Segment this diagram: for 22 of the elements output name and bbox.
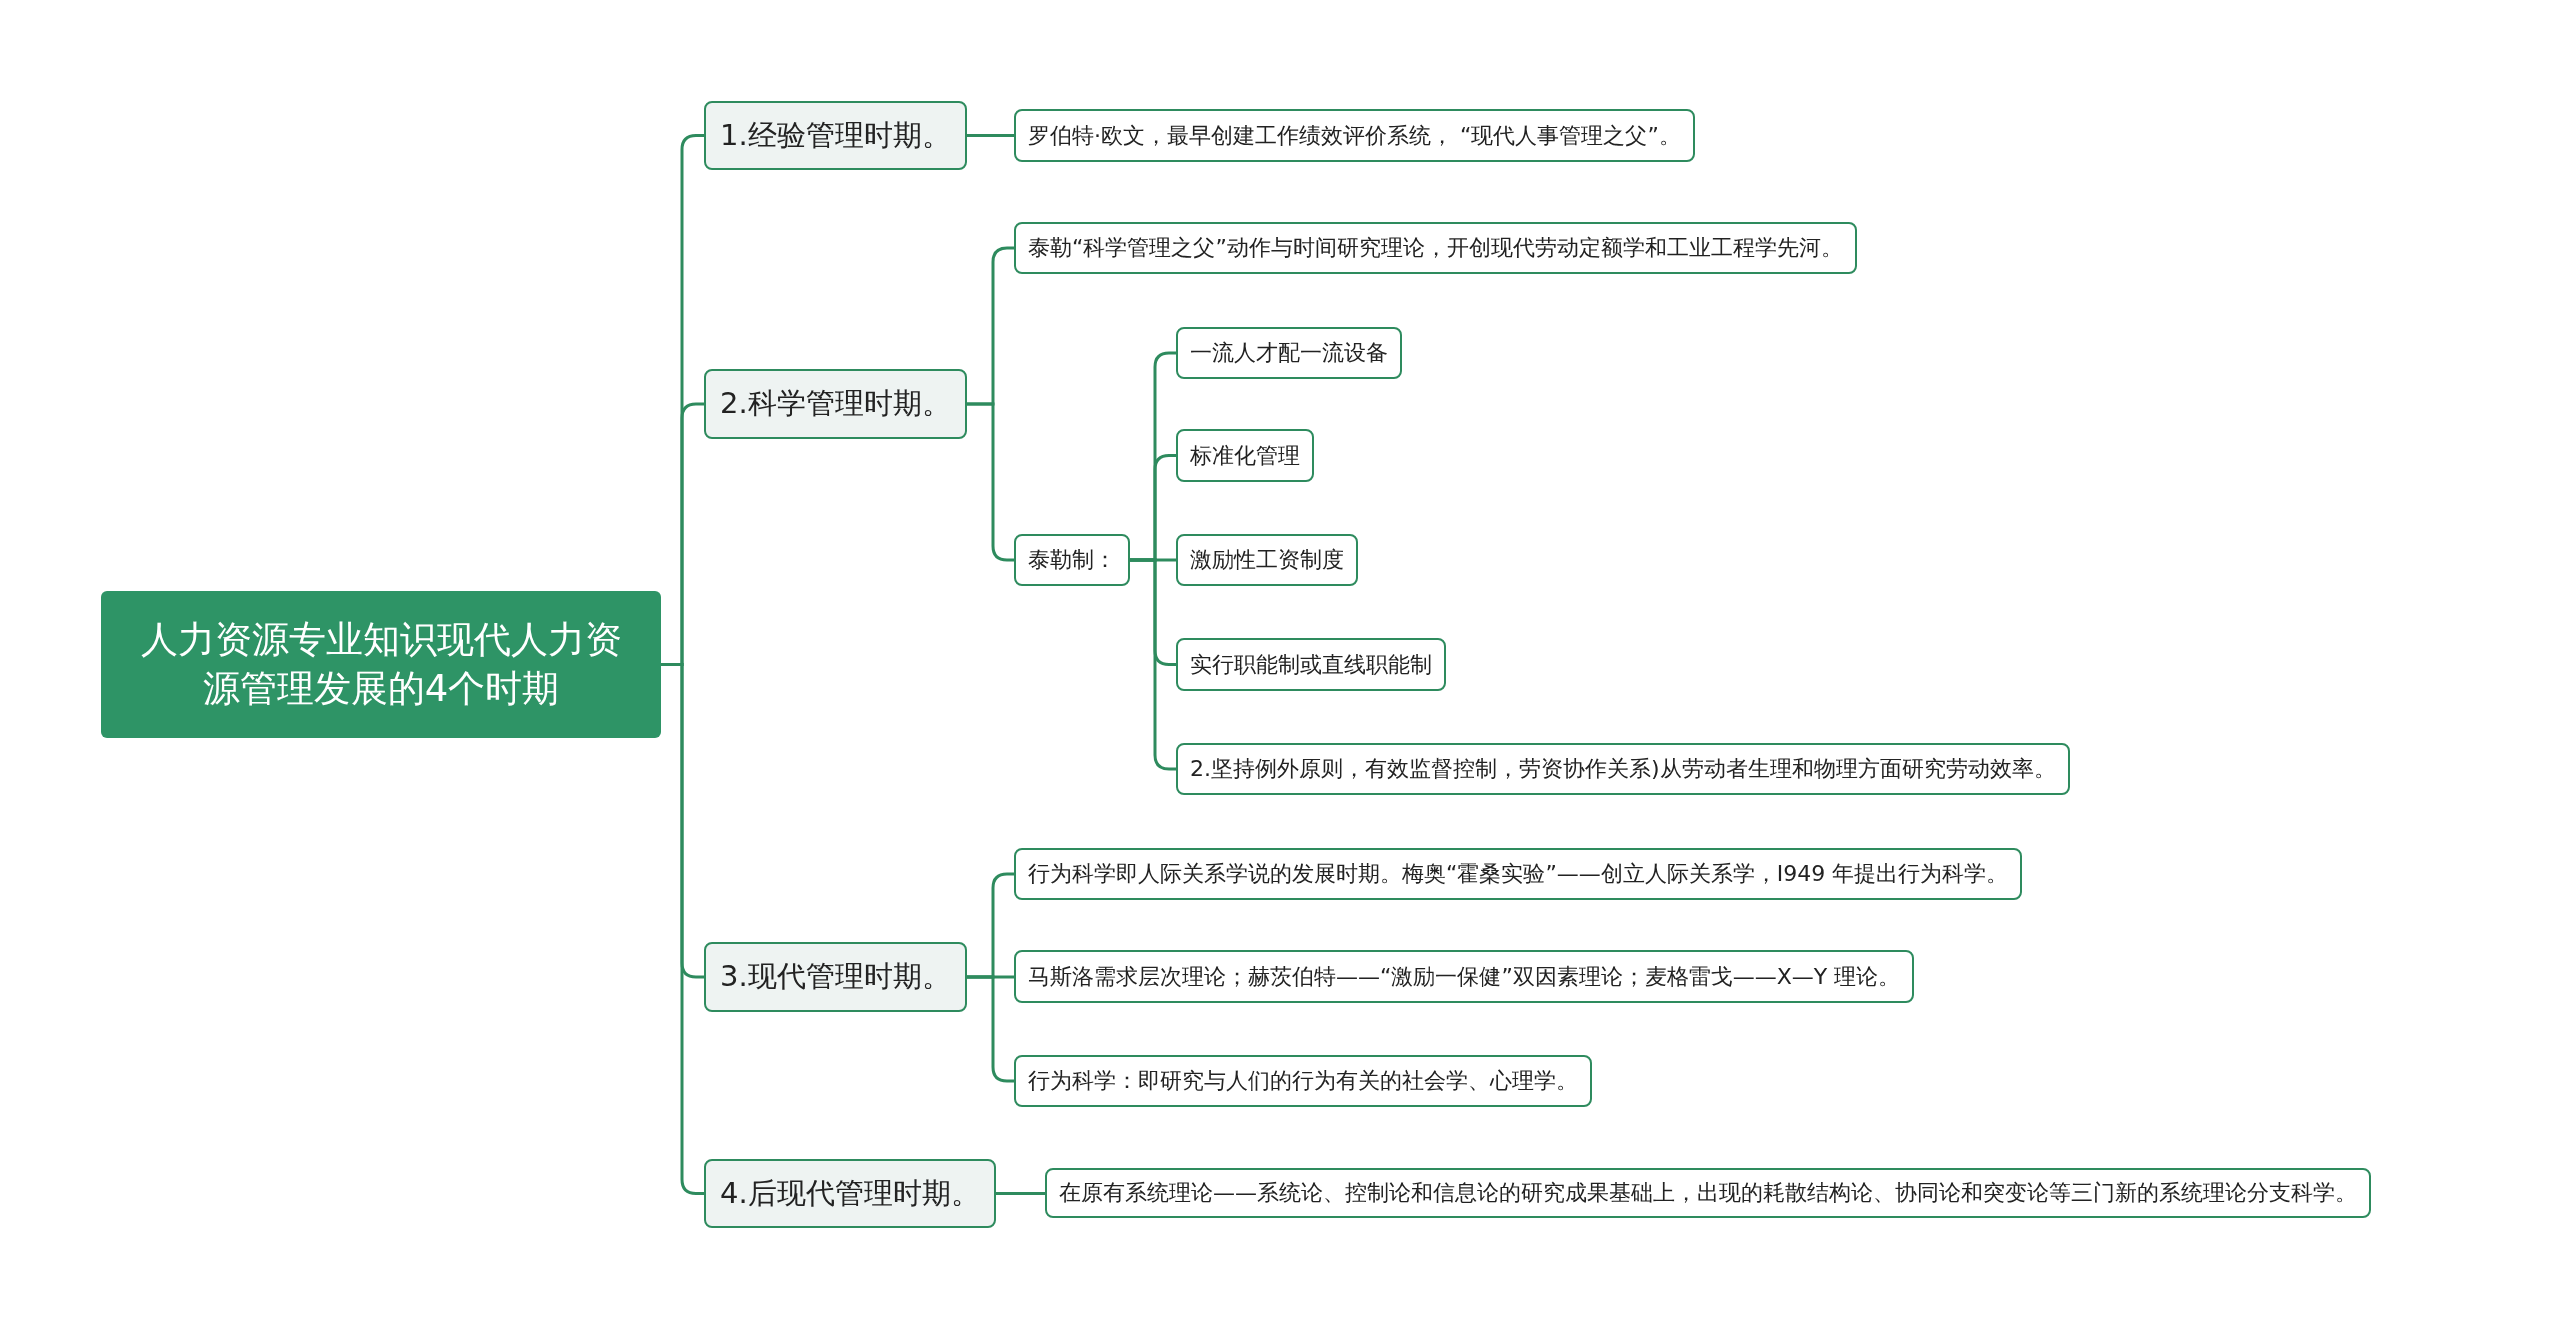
- subtopic-box: 泰勒“科学管理之父”动作与时间研究理论，开创现代劳动定额学和工业工程学先河。: [1014, 222, 1857, 274]
- subtopic-box: 罗伯特·欧文，最早创建工作绩效评价系统， “现代人事管理之父”。: [1014, 109, 1695, 162]
- branch-topic: 3.现代管理时期。: [704, 942, 967, 1012]
- subtopic-box: 马斯洛需求层次理论；赫茨伯特——“激励一保健”双因素理论；麦格雷戈——X—Y 理论。: [1014, 950, 1915, 1003]
- subtopic-box: 行为科学即人际关系学说的发展时期。梅奥“霍桑实验”——创立人际关系学，I949 年提出行为科学。: [1014, 848, 2023, 900]
- connector-line: [967, 134, 1014, 137]
- subtopic-box: 一流人才配一流设备: [1176, 327, 1402, 379]
- central-topic: 人力资源专业知识现代人力资源管理发展的4个时期: [101, 591, 661, 738]
- subtopic-box: 2.坚持例外原则，有效监督控制，劳资协作关系)从劳动者生理和物理方面研究劳动效率。: [1176, 743, 2070, 795]
- connector-line: [967, 975, 1014, 1083]
- subtopic-box: 激励性工资制度: [1176, 534, 1358, 586]
- subtopic-box: 实行职能制或直线职能制: [1176, 638, 1446, 691]
- subtopic-box: 行为科学：即研究与人们的行为有关的社会学、心理学。: [1014, 1055, 1592, 1107]
- connector-line: [1130, 558, 1176, 771]
- connector-line: [996, 1192, 1045, 1195]
- connector-line: [967, 402, 1014, 562]
- branch-topic: 2.科学管理时期。: [704, 369, 967, 439]
- branch-topic: 1.经验管理时期。: [704, 101, 967, 170]
- subtopic-box: 在原有系统理论——系统论、控制论和信息论的研究成果基础上，出现的耗散结构论、协同论和突变论等三门新的系统理论分支科学。: [1045, 1168, 2371, 1218]
- branch-topic: 4.后现代管理时期。: [704, 1159, 996, 1228]
- subtopic-box: 泰勒制：: [1014, 534, 1130, 586]
- subtopic-box: 标准化管理: [1176, 429, 1314, 482]
